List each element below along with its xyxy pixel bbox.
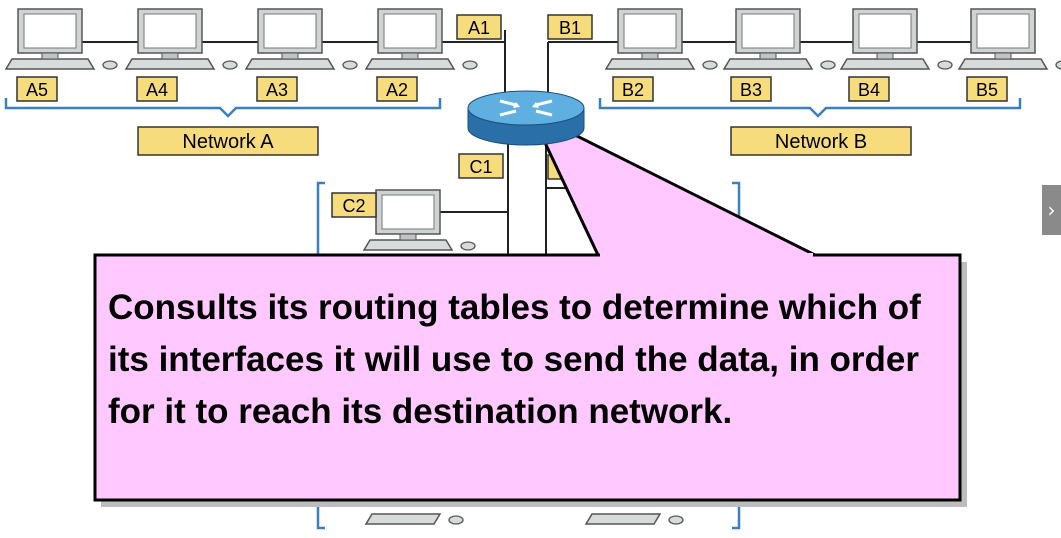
pc-icon-b5 [958, 8, 1061, 70]
chevron-right-icon: › [1047, 198, 1056, 222]
network-a-bracket [4, 98, 442, 118]
host-label-c2: C2 [331, 192, 377, 218]
pc-icon-b2 [605, 8, 718, 70]
svg-text:B1: B1 [559, 18, 581, 38]
svg-text:A5: A5 [26, 80, 48, 100]
svg-text:A2: A2 [386, 80, 408, 100]
svg-text:C2: C2 [342, 196, 365, 216]
svg-text:B2: B2 [622, 80, 644, 100]
keyboard-icon [364, 513, 464, 525]
callout-text: Consults its routing tables to determine… [108, 288, 921, 431]
host-label-b5: B5 [966, 76, 1008, 102]
pc-icon-c2 [363, 189, 476, 251]
network-b-label: Network B [730, 126, 912, 156]
pc-icon-b4 [840, 8, 953, 70]
svg-text:B3: B3 [740, 80, 762, 100]
pc-icon-a5 [5, 8, 118, 70]
host-label-b4: B4 [848, 76, 890, 102]
pc-icon-a4 [125, 8, 238, 70]
host-label-a2: A2 [376, 76, 418, 102]
keyboard-icon [584, 513, 684, 525]
svg-text:A1: A1 [468, 18, 490, 38]
pc-icon-a3 [245, 8, 358, 70]
svg-text:Network A: Network A [182, 131, 274, 153]
network-a-label: Network A [137, 126, 319, 156]
svg-text:Network B: Network B [775, 131, 867, 153]
next-slide-button[interactable]: › [1042, 185, 1061, 235]
host-label-a5: A5 [16, 76, 58, 102]
router-icon [467, 90, 585, 146]
network-b-bracket [598, 98, 1022, 118]
port-label-b1: B1 [547, 14, 593, 40]
svg-text:C1: C1 [469, 157, 492, 177]
port-label-c1: C1 [458, 153, 504, 179]
svg-text:A3: A3 [266, 80, 288, 100]
pc-icon-b3 [723, 8, 836, 70]
port-label-a1: A1 [456, 14, 502, 40]
host-label-b3: B3 [730, 76, 772, 102]
svg-text:B5: B5 [976, 80, 998, 100]
callout-box [93, 253, 962, 502]
host-label-b2: B2 [612, 76, 654, 102]
host-label-a4: A4 [136, 76, 178, 102]
svg-text:B4: B4 [858, 80, 880, 100]
svg-text:A4: A4 [146, 80, 168, 100]
host-label-a3: A3 [256, 76, 298, 102]
